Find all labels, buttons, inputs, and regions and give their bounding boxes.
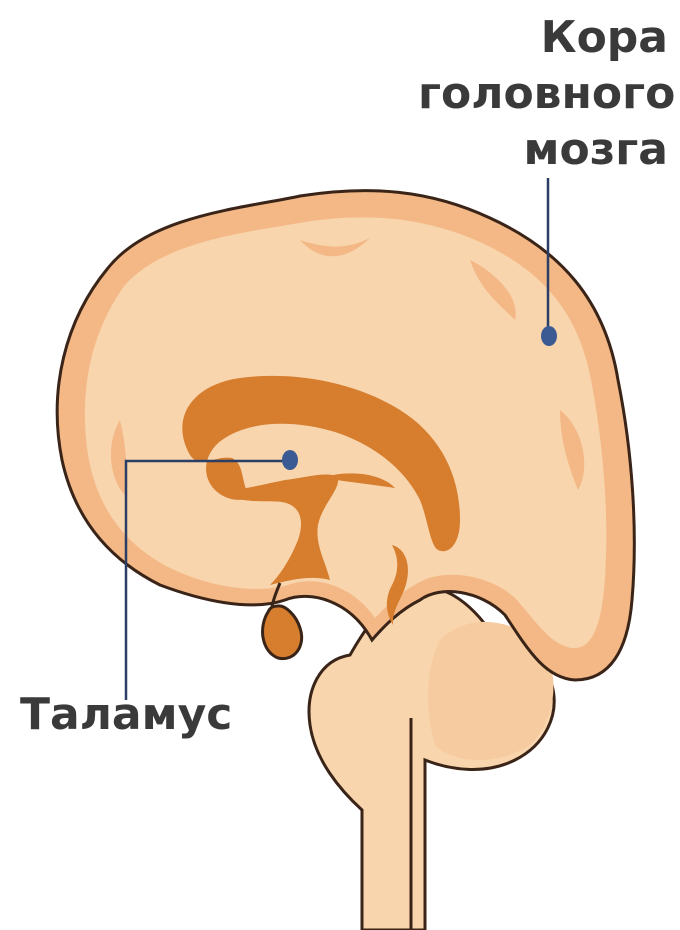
cortex-label-line-3: мозга <box>418 128 668 184</box>
thalamus-pointer-dot <box>282 450 298 470</box>
pituitary-gland <box>263 606 302 659</box>
cortex-label-line-1: Кора <box>418 16 668 72</box>
cortex-pointer-dot <box>541 326 557 346</box>
cortex-label: Кора головного мозга <box>418 16 668 184</box>
cortex-label-line-2: головного <box>418 72 668 128</box>
thalamus-label: Таламус <box>20 693 232 737</box>
